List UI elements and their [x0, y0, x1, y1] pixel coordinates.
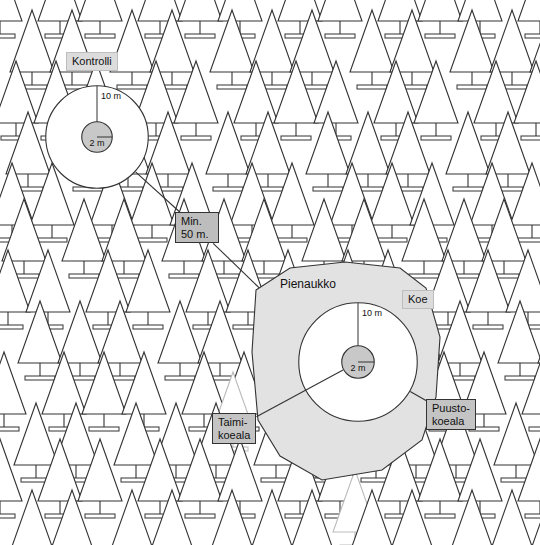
tree-symbol — [466, 250, 510, 329]
sample-area-box: Puusto- koeala — [426, 399, 476, 430]
label-holder: 10 m — [362, 309, 382, 319]
circle-shape — [299, 303, 418, 422]
label-holder: Pienaukko — [280, 278, 336, 291]
tree-symbol — [446, 112, 490, 191]
sample-area-box: Taimi- koeala — [212, 413, 256, 444]
tree-symbol — [78, 0, 122, 38]
tree-symbol — [450, 490, 494, 545]
tree-symbol — [126, 250, 170, 329]
tree-symbol — [306, 112, 350, 191]
label-holder: 2 m — [350, 364, 366, 374]
inner-plot-circle: 2 m — [341, 345, 375, 379]
tree-symbol — [110, 490, 154, 545]
plot-label-box: Koe — [402, 290, 434, 309]
tree-symbol — [18, 301, 62, 380]
tree-symbol — [0, 0, 22, 38]
tree-symbol — [178, 0, 222, 38]
box-label: Puusto- koeala — [432, 402, 470, 427]
radius-label: 2 m — [89, 139, 105, 149]
tree-symbol — [174, 61, 218, 140]
tree-symbol — [350, 10, 394, 89]
circle-shape — [342, 346, 375, 379]
tree-symbol — [110, 10, 154, 89]
tree-symbol — [210, 10, 254, 89]
tree-symbol — [518, 439, 540, 518]
tree-symbol — [0, 439, 22, 518]
tree-symbol — [490, 490, 534, 545]
tree-symbol — [530, 490, 540, 545]
tree-symbol — [274, 61, 318, 140]
circle-outline — [45, 85, 149, 189]
tree-symbol — [250, 490, 294, 545]
tree-symbol — [82, 352, 126, 431]
circle-outline — [341, 345, 375, 379]
tree-symbol — [150, 490, 194, 545]
tree-symbol — [414, 61, 458, 140]
tree-symbol — [518, 0, 540, 38]
tree-symbol — [218, 439, 262, 518]
box-label: Koe — [408, 293, 428, 306]
plot-circle: 10 m 2 m — [298, 302, 418, 422]
tree-symbol — [418, 0, 462, 38]
box-label: Kontrolli — [72, 55, 112, 68]
box-label: Taimi- koeala — [218, 416, 250, 441]
tree-symbol — [370, 163, 414, 242]
tree-symbol — [206, 112, 250, 191]
tree-symbol — [318, 0, 362, 38]
plot-circle: 10 m 2 m — [45, 85, 149, 189]
tree-symbol — [62, 199, 106, 278]
label-holder: 10 m — [101, 92, 121, 102]
circle-outline — [298, 302, 418, 422]
tree-symbol — [270, 163, 314, 242]
tree-symbol — [178, 439, 222, 518]
tree-symbol — [498, 301, 540, 380]
radius-line — [97, 137, 112, 138]
radius-label: 2 m — [350, 364, 366, 374]
tree-symbol — [458, 439, 502, 518]
leader-line — [136, 172, 180, 212]
label-holder: 2 m — [89, 139, 105, 149]
tree-symbol — [10, 490, 54, 545]
plot-label-box: Kontrolli — [66, 52, 118, 71]
tree-symbol — [514, 61, 540, 140]
tree-symbol — [402, 199, 446, 278]
tree-symbol — [0, 352, 26, 431]
tree-symbol — [78, 439, 122, 518]
radius-label: 10 m — [362, 309, 382, 319]
tree-symbol — [418, 439, 462, 518]
inner-plot-circle: 2 m — [81, 121, 113, 153]
tree-symbol — [210, 490, 254, 545]
circle-shape — [82, 122, 113, 153]
region-label: Pienaukko — [280, 278, 336, 291]
circle-outline — [81, 121, 113, 153]
leader-line — [213, 243, 259, 288]
tree-symbol — [0, 250, 30, 329]
circle-shape — [46, 86, 149, 189]
radius-label: 10 m — [101, 92, 121, 102]
tree-symbol — [314, 61, 358, 140]
tree-symbol — [158, 301, 202, 380]
tree-symbol — [522, 352, 540, 431]
radius-line — [358, 362, 374, 363]
tree-symbol — [390, 490, 434, 545]
tree-symbol — [50, 490, 94, 545]
tree-symbol — [290, 490, 334, 545]
tree-symbol — [26, 250, 70, 329]
distance-box: Min. 50 m. — [175, 212, 219, 243]
tree-symbol — [350, 490, 394, 545]
tree-symbol — [450, 10, 494, 89]
tree-symbol — [122, 352, 166, 431]
gap-shape — [252, 262, 440, 480]
box-label: Min. 50 m. — [181, 215, 213, 240]
tree-symbol — [130, 163, 174, 242]
